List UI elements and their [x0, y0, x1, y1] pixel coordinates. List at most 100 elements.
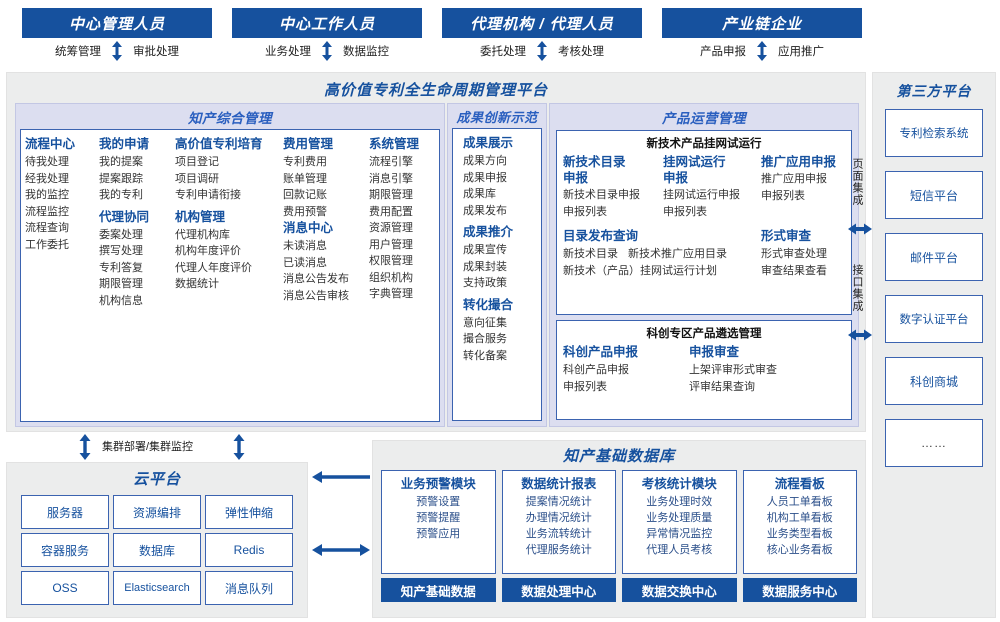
- menu-item[interactable]: 提案跟踪: [99, 172, 143, 185]
- third-party-item-5[interactable]: ……: [885, 419, 983, 467]
- menu-item[interactable]: 我的监控: [25, 189, 69, 201]
- third-party-item-1[interactable]: 短信平台: [885, 171, 983, 219]
- db-foot-0[interactable]: 知产基础数据: [381, 578, 496, 602]
- group-head[interactable]: 成果展示: [463, 136, 514, 150]
- cloud-item-0[interactable]: 服务器: [21, 495, 109, 529]
- menu-item[interactable]: 工作委托: [25, 238, 69, 251]
- menu-item[interactable]: 申报列表: [761, 189, 805, 202]
- group-head[interactable]: 新技术目录申报: [563, 155, 626, 185]
- db-card-item[interactable]: 代理服务统计: [525, 544, 592, 556]
- third-party-item-4[interactable]: 科创商城: [885, 357, 983, 405]
- third-party-item-0[interactable]: 专利检索系统: [885, 109, 983, 157]
- menu-item[interactable]: 专利申请衔接: [175, 189, 241, 201]
- menu-item[interactable]: 费用预警: [283, 205, 327, 218]
- menu-item[interactable]: 数据统计: [175, 278, 219, 290]
- menu-item[interactable]: 申报列表: [663, 205, 707, 218]
- db-card-item[interactable]: 预警应用: [416, 528, 461, 540]
- db-card-item[interactable]: 办理情况统计: [525, 512, 592, 524]
- menu-item[interactable]: 资源管理: [369, 222, 413, 234]
- menu-item[interactable]: 期限管理: [369, 189, 413, 201]
- group-head[interactable]: 我的申请: [99, 137, 150, 151]
- role-card-2[interactable]: 代理机构 / 代理人员 委托处理 考核处理: [442, 8, 642, 64]
- group-head[interactable]: 消息中心: [283, 221, 334, 235]
- cloud-item-6[interactable]: OSS: [21, 571, 109, 605]
- db-card-item[interactable]: 代理人员考核: [646, 544, 713, 556]
- menu-item[interactable]: 新技术目录申报: [563, 189, 640, 201]
- db-card-head[interactable]: 考核统计模块: [641, 477, 717, 491]
- menu-item[interactable]: 经我处理: [25, 172, 69, 185]
- menu-item[interactable]: 用户管理: [369, 238, 413, 251]
- menu-item[interactable]: 新技术（产品）挂网试运行计划: [563, 264, 717, 277]
- cloud-item-8[interactable]: 消息队列: [205, 571, 293, 605]
- menu-item[interactable]: 期限管理: [99, 278, 143, 290]
- db-card-item[interactable]: 预警设置: [416, 496, 461, 508]
- db-card-item[interactable]: 人员工单看板: [766, 496, 833, 508]
- menu-item[interactable]: 新技术目录: [563, 248, 618, 260]
- menu-item[interactable]: 消息公告审核: [283, 289, 349, 302]
- db-card-item[interactable]: 业务类型看板: [766, 528, 833, 540]
- menu-item[interactable]: 费用配置: [369, 205, 413, 218]
- db-card-item[interactable]: 机构工单看板: [766, 512, 833, 524]
- menu-item[interactable]: 机构年度评价: [175, 245, 241, 257]
- menu-item[interactable]: 挂网试运行申报: [663, 189, 740, 201]
- cloud-item-7[interactable]: Elasticsearch: [113, 571, 201, 605]
- group-head[interactable]: 费用管理: [283, 137, 334, 151]
- db-card-item[interactable]: 核心业务看板: [766, 544, 833, 556]
- group-head[interactable]: 目录发布查询: [563, 229, 639, 243]
- menu-item[interactable]: 消息公告发布: [283, 273, 349, 285]
- db-card-item[interactable]: 业务流转统计: [525, 528, 592, 540]
- menu-item[interactable]: 流程引擎: [369, 156, 413, 168]
- menu-item[interactable]: 申报列表: [563, 380, 607, 393]
- menu-item[interactable]: 账单管理: [283, 172, 327, 185]
- group-head[interactable]: 机构管理: [175, 209, 226, 224]
- group-head[interactable]: 科创产品申报: [563, 345, 639, 359]
- menu-item[interactable]: 代理机构库: [175, 228, 230, 241]
- menu-item[interactable]: 委案处理: [99, 228, 143, 241]
- menu-item[interactable]: 专利答复: [99, 261, 143, 274]
- group-head[interactable]: 转化撮合: [463, 297, 514, 312]
- db-card-head[interactable]: 业务预警模块: [400, 477, 476, 491]
- menu-item[interactable]: 成果方向: [463, 155, 507, 167]
- cloud-item-5[interactable]: Redis: [205, 533, 293, 567]
- menu-item[interactable]: 已读消息: [283, 256, 327, 269]
- menu-item[interactable]: 上架评审形式审查: [689, 364, 777, 376]
- menu-item[interactable]: 成果发布: [463, 204, 507, 217]
- db-card-item[interactable]: 预警提醒: [416, 512, 461, 524]
- group-head[interactable]: 流程中心: [25, 137, 76, 151]
- menu-item[interactable]: 权限管理: [369, 255, 413, 267]
- menu-item[interactable]: 我的提案: [99, 156, 143, 168]
- role-card-3[interactable]: 产业链企业 产品申报 应用推广: [662, 8, 862, 64]
- cloud-item-1[interactable]: 资源编排: [113, 495, 201, 529]
- db-foot-1[interactable]: 数据处理中心: [501, 578, 616, 602]
- cloud-item-2[interactable]: 弹性伸缩: [205, 495, 293, 529]
- group-head[interactable]: 挂网试运行申报: [663, 155, 726, 185]
- menu-item[interactable]: 回款记账: [283, 189, 327, 201]
- menu-item[interactable]: 机构信息: [99, 294, 143, 307]
- group-head[interactable]: 申报审查: [689, 345, 740, 359]
- role-card-1[interactable]: 中心工作人员 业务处理 数据监控: [232, 8, 422, 64]
- menu-item[interactable]: 意向征集: [463, 316, 507, 329]
- menu-item[interactable]: 成果库: [463, 188, 496, 200]
- menu-item[interactable]: 成果封装: [463, 260, 507, 273]
- menu-item[interactable]: 撰写处理: [99, 245, 143, 257]
- db-card-head[interactable]: 流程看板: [774, 477, 825, 491]
- menu-item[interactable]: 组织机构: [369, 271, 413, 284]
- menu-item[interactable]: 科创产品申报: [563, 364, 629, 376]
- menu-item[interactable]: 消息引擎: [369, 172, 413, 185]
- db-card-item[interactable]: 异常情况监控: [646, 528, 713, 540]
- menu-item[interactable]: 支持政策: [463, 277, 507, 289]
- menu-item[interactable]: 评审结果查询: [689, 380, 755, 393]
- menu-item[interactable]: 代理人年度评价: [175, 261, 252, 274]
- group-head[interactable]: 推广应用申报: [761, 155, 837, 169]
- menu-item[interactable]: 项目调研: [175, 172, 219, 185]
- menu-item[interactable]: 我的专利: [99, 189, 143, 201]
- menu-item[interactable]: 形式审查处理: [761, 248, 827, 260]
- group-head[interactable]: 形式审查: [761, 229, 812, 243]
- cloud-item-4[interactable]: 数据库: [113, 533, 201, 567]
- db-foot-3[interactable]: 数据服务中心: [742, 578, 857, 602]
- menu-item[interactable]: 流程查询: [25, 222, 69, 234]
- menu-item[interactable]: 未读消息: [283, 240, 327, 252]
- menu-item[interactable]: 转化备案: [463, 349, 507, 362]
- group-head[interactable]: 系统管理: [369, 137, 420, 151]
- menu-item[interactable]: 流程监控: [25, 205, 69, 218]
